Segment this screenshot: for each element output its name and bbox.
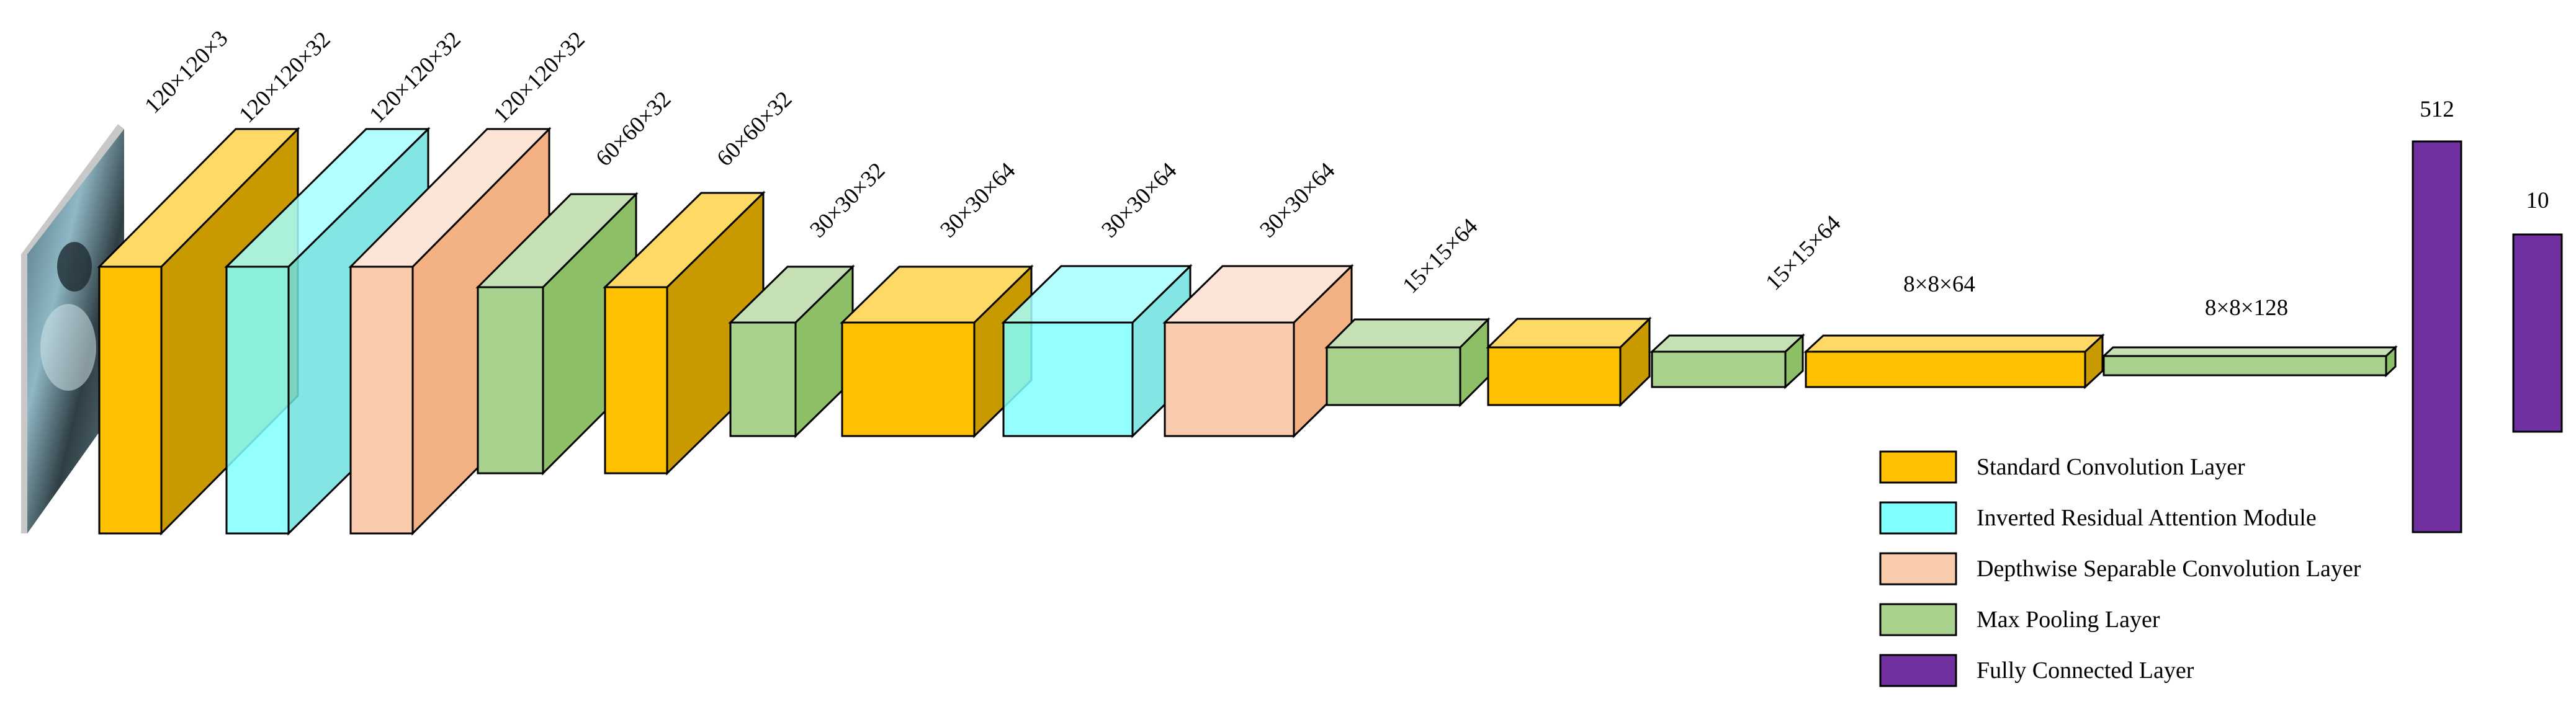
layer-dimension-label: 30×30×64 xyxy=(935,158,1020,243)
legend-swatch-standard-conv xyxy=(1879,450,1957,484)
layer-block-standard-conv xyxy=(1486,316,1652,408)
layer-block-front xyxy=(841,321,976,437)
layer-block-top xyxy=(2101,346,2398,357)
layer-dimension-label: 30×30×64 xyxy=(1097,158,1182,243)
layer-blocks xyxy=(97,127,2398,536)
layer-block-front xyxy=(477,286,544,475)
layer-block-front xyxy=(1164,321,1295,437)
fc-size-label: 512 xyxy=(2420,97,2454,122)
layer-block-max-pooling xyxy=(1649,333,1805,390)
layer-dimension-label: 15×15×64 xyxy=(1761,210,1846,295)
layer-block-max-pooling xyxy=(2101,345,2398,378)
layer-dimension-label: 120×120×32 xyxy=(364,27,465,128)
legend-swatch-inverted-residual xyxy=(1879,501,1957,535)
fully-connected-block xyxy=(2412,140,2462,533)
legend-label: Depthwise Separable Convolution Layer xyxy=(1977,556,2361,582)
layer-dimension-label: 30×30×64 xyxy=(1255,158,1340,243)
input-photo-person-icon xyxy=(57,242,92,292)
legend-label: Fully Connected Layer xyxy=(1977,657,2194,684)
layer-block-front xyxy=(729,321,797,437)
layer-block-front xyxy=(1002,321,1134,437)
layer-block-front xyxy=(1651,350,1787,388)
layer-block-top xyxy=(1803,334,2105,353)
layer-dimension-label: 30×30×32 xyxy=(805,158,890,243)
layer-block-max-pooling xyxy=(1324,317,1491,408)
layer-dimension-label: 120×120×3 xyxy=(140,25,233,118)
input-image xyxy=(21,124,124,533)
legend-swatch-fully-connected xyxy=(1879,654,1957,687)
fully-connected-block xyxy=(2512,233,2563,433)
input-photo-arm-icon xyxy=(40,304,96,391)
layer-dimension-label: 8×8×128 xyxy=(2205,295,2288,321)
layer-block-standard-conv xyxy=(603,190,766,476)
layer-block-front xyxy=(2103,355,2387,377)
fc-size-label: 10 xyxy=(2526,188,2549,213)
legend-swatch-depthwise-conv xyxy=(1879,552,1957,586)
layer-block-front xyxy=(225,265,290,535)
legend-label: Standard Convolution Layer xyxy=(1977,454,2245,480)
layer-block-top xyxy=(1649,334,1805,353)
legend-label: Inverted Residual Attention Module xyxy=(1977,505,2317,531)
layer-block-top xyxy=(1486,318,1652,349)
layer-block-depthwise-conv xyxy=(1162,264,1354,439)
layer-block-front xyxy=(98,265,163,535)
layer-block-front xyxy=(1326,346,1461,406)
legend-label: Max Pooling Layer xyxy=(1977,607,2160,633)
layer-block-top xyxy=(1324,318,1491,349)
layer-block-front xyxy=(1487,346,1622,406)
layer-block-front xyxy=(349,265,414,535)
layer-dimension-label: 60×60×32 xyxy=(712,86,797,171)
layer-dimension-label: 120×120×32 xyxy=(488,27,590,128)
layer-dimension-label: 60×60×32 xyxy=(591,86,676,171)
layer-block-front xyxy=(604,286,668,475)
layer-dimension-label: 120×120×32 xyxy=(234,27,335,128)
layer-block-front xyxy=(1805,350,2086,388)
layer-block-standard-conv xyxy=(1803,333,2105,390)
legend-swatch-max-pooling xyxy=(1879,603,1957,636)
fully-connected-blocks xyxy=(2412,140,2563,533)
layer-dimension-label: 8×8×64 xyxy=(1903,272,1975,297)
layer-dimension-label: 15×15×64 xyxy=(1398,213,1483,298)
